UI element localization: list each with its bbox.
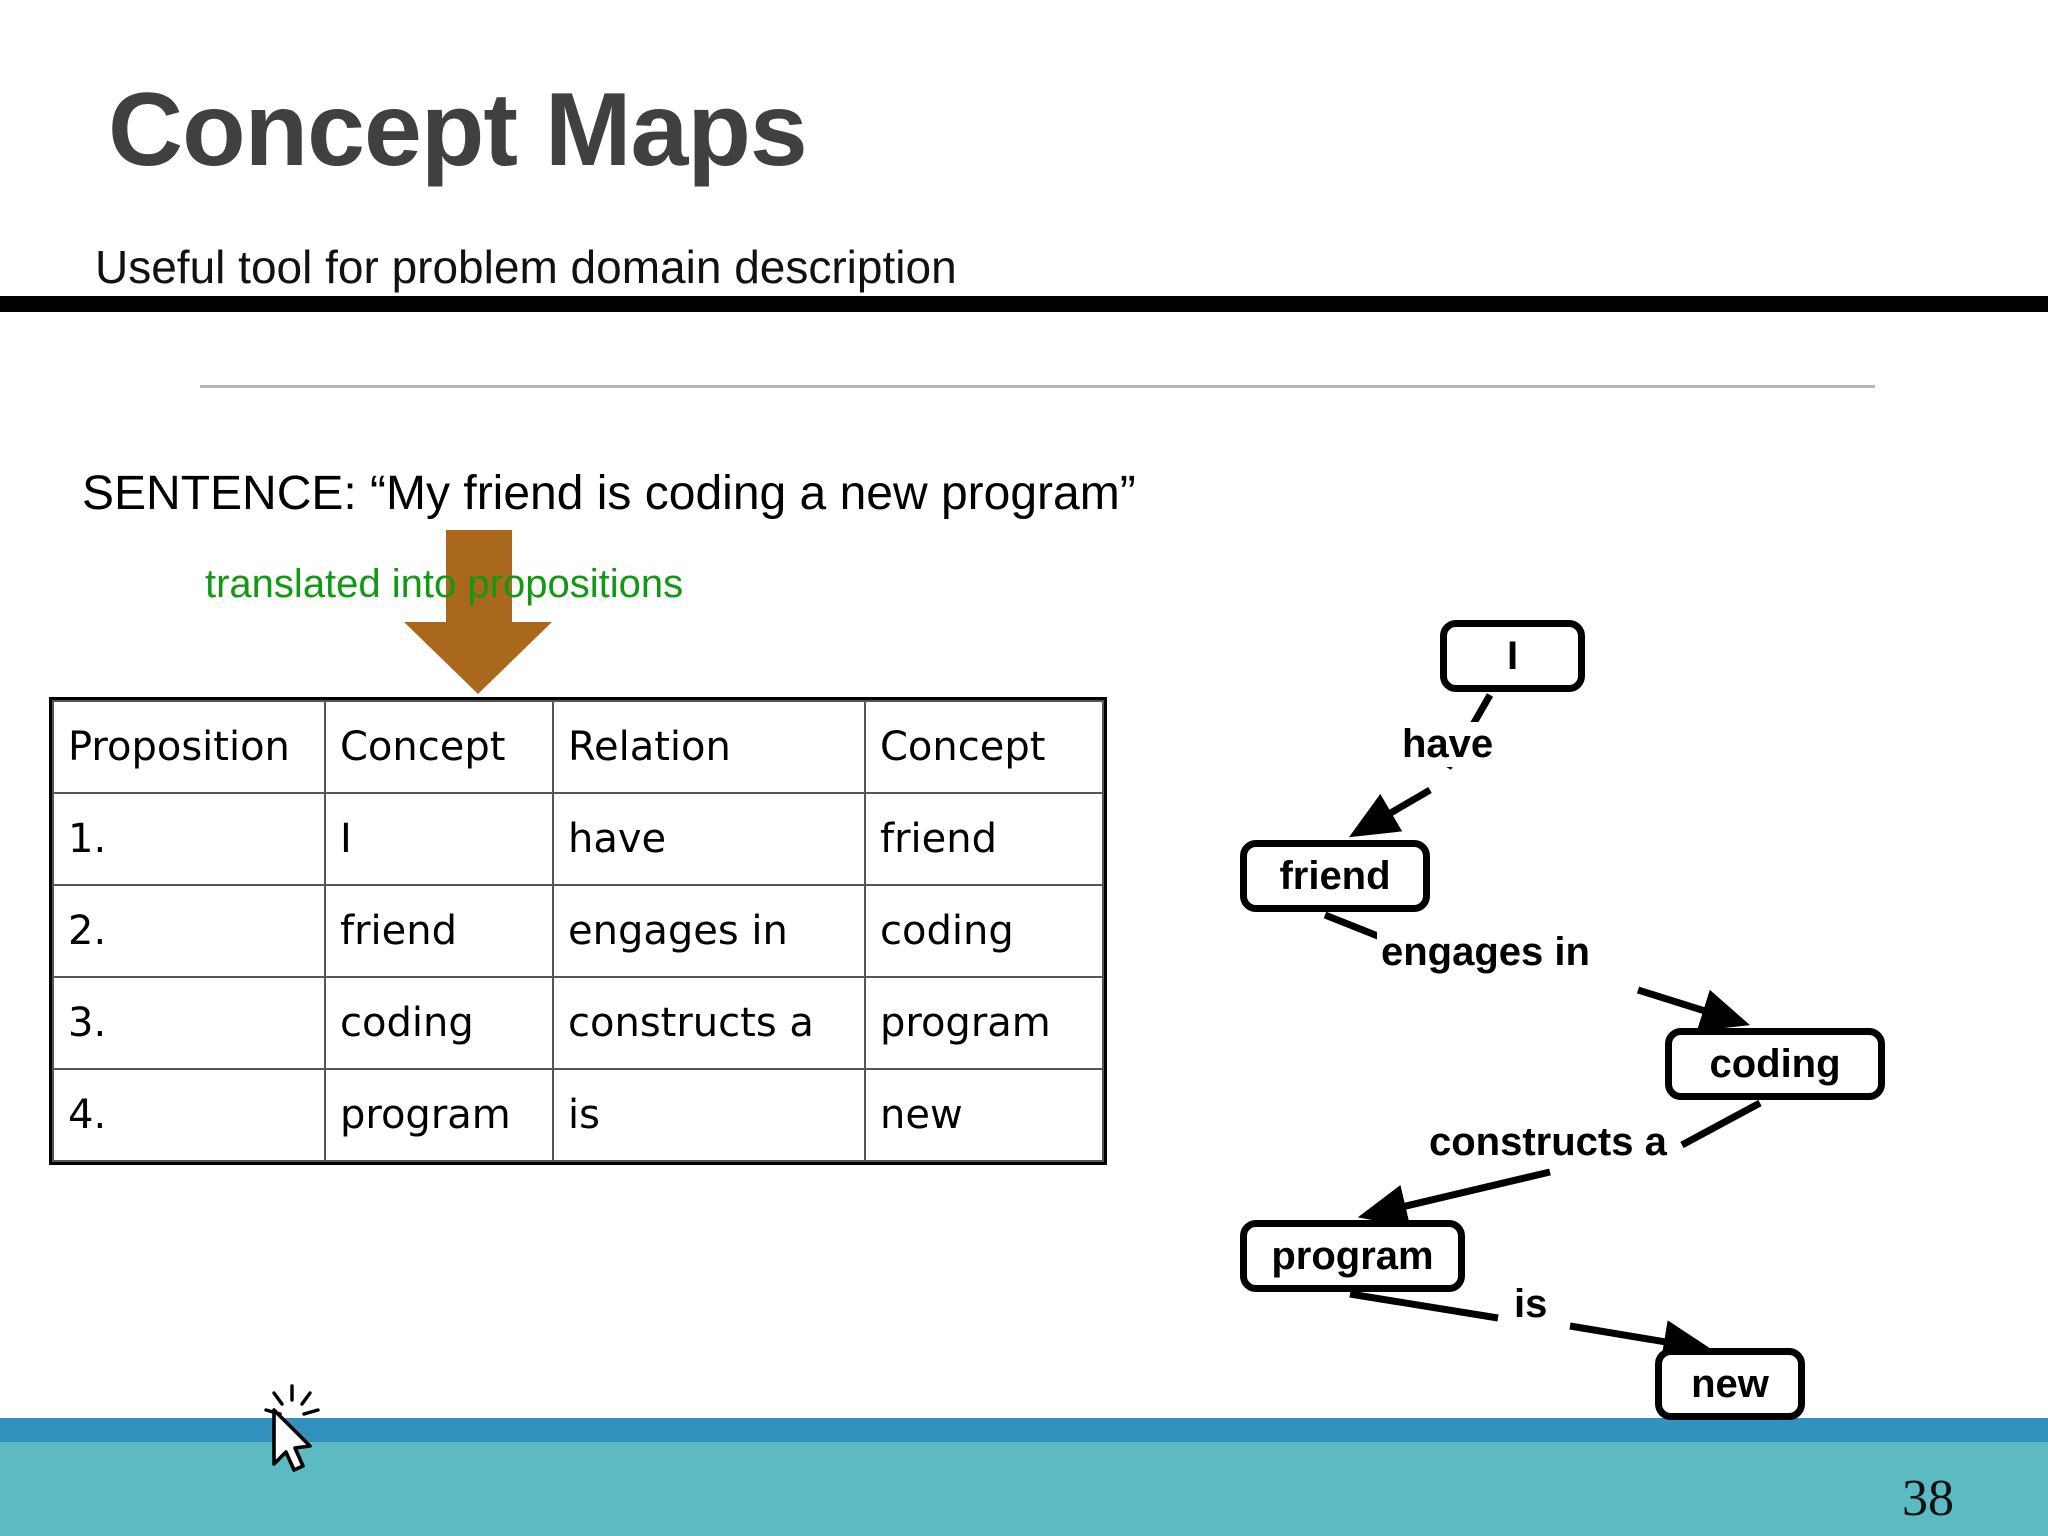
edge-friend-to-coding-lower <box>1636 986 1751 1032</box>
table-header-cell: Concept <box>324 700 554 794</box>
table-row: 1. I have friend <box>52 792 1104 886</box>
edge-i-to-friend-lower <box>1348 786 1432 838</box>
edge-coding-to-program-lower <box>1357 1168 1551 1228</box>
table-cell: 4. <box>52 1068 326 1162</box>
table-cell: have <box>552 792 866 886</box>
concept-node-new[interactable]: new <box>1655 1348 1805 1420</box>
table-header-cell: Proposition <box>52 700 326 794</box>
down-arrow-icon <box>404 530 552 694</box>
content-divider <box>200 385 1875 388</box>
edge-coding-to-program-upper <box>1680 1099 1762 1149</box>
table-cell: 2. <box>52 884 326 978</box>
concept-map-edges <box>1323 693 1762 1364</box>
table-cell: program <box>324 1068 554 1162</box>
table-cell: is <box>552 1068 866 1162</box>
page-title: Concept Maps <box>108 72 808 188</box>
sentence-text: SENTENCE: “My friend is coding a new pro… <box>82 467 1136 520</box>
edge-label-engages-in: engages in <box>1377 930 1594 975</box>
concept-node-i[interactable]: I <box>1440 620 1585 692</box>
table-header-cell: Relation <box>552 700 866 794</box>
table-cell: coding <box>324 976 554 1070</box>
arrow-head <box>404 622 552 694</box>
table-cell: 1. <box>52 792 326 886</box>
edge-label-constructs-a: constructs a <box>1425 1120 1671 1165</box>
page-subtitle: Useful tool for problem domain descripti… <box>95 241 957 293</box>
proposition-table: Proposition Concept Relation Concept 1. … <box>49 697 1107 1165</box>
table-cell: I <box>324 792 554 886</box>
table-cell: program <box>864 976 1104 1070</box>
concept-map-diagram: I friend coding program new have engages… <box>1240 600 2000 1470</box>
table-header-row: Proposition Concept Relation Concept <box>52 700 1104 794</box>
concept-node-friend[interactable]: friend <box>1240 840 1430 912</box>
table-cell: friend <box>864 792 1104 886</box>
table-row: 3. coding constructs a program <box>52 976 1104 1070</box>
concept-node-program[interactable]: program <box>1240 1220 1465 1292</box>
arrow-shaft <box>446 530 512 628</box>
table-cell: new <box>864 1068 1104 1162</box>
translated-into-propositions-label: translated into propositions <box>205 562 684 606</box>
edge-program-to-new-right <box>1569 1320 1713 1364</box>
table-cell: 3. <box>52 976 326 1070</box>
table-header-cell: Concept <box>864 700 1104 794</box>
table-cell: engages in <box>552 884 866 978</box>
edge-label-is: is <box>1510 1282 1552 1327</box>
mouse-cursor-icon <box>264 1384 320 1472</box>
header-divider <box>0 296 2048 312</box>
footer-band <box>0 1442 2048 1536</box>
page-number: 38 <box>1902 1470 1954 1527</box>
table-cell: coding <box>864 884 1104 978</box>
concept-node-coding[interactable]: coding <box>1665 1028 1885 1100</box>
footer-accent-band <box>0 1418 2048 1442</box>
edge-program-to-new-left <box>1349 1290 1499 1322</box>
table-cell: friend <box>324 884 554 978</box>
edge-label-have: have <box>1398 722 1498 767</box>
table-row: 4. program is new <box>52 1068 1104 1162</box>
table-row: 2. friend engages in coding <box>52 884 1104 978</box>
table-cell: constructs a <box>552 976 866 1070</box>
